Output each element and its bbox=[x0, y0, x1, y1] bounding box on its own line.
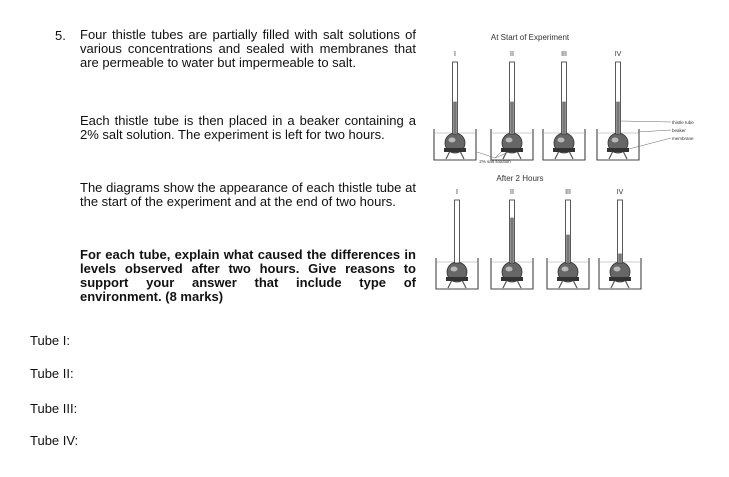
stand-leg bbox=[459, 150, 465, 160]
start-thistle-tube-1 bbox=[433, 61, 477, 161]
beaker bbox=[435, 258, 479, 290]
start-tube-numeral-4: IV bbox=[615, 51, 622, 58]
stand-leg bbox=[610, 279, 616, 289]
answer-label-tube-1: Tube I: bbox=[30, 333, 70, 348]
stand-leg bbox=[554, 150, 560, 160]
part-label-thistle-tube: thistle tube bbox=[672, 120, 694, 125]
start-tube-numeral-2: II bbox=[510, 51, 514, 58]
bulb-highlight bbox=[450, 266, 458, 272]
stand-leg bbox=[445, 150, 451, 160]
end-tube-numeral-2: II bbox=[510, 189, 514, 196]
stand-leg bbox=[572, 279, 578, 289]
beaker bbox=[490, 129, 534, 161]
end-thistle-tube-1 bbox=[435, 199, 479, 290]
beaker-solution-label: 2% salt solution bbox=[479, 159, 511, 164]
stand-leg bbox=[516, 279, 522, 289]
stand-leg bbox=[502, 279, 508, 289]
answer-label-tube-3: Tube III: bbox=[30, 401, 78, 416]
start-thistle-tube-2 bbox=[490, 61, 534, 161]
membrane bbox=[557, 277, 579, 281]
answer-label-tube-4: Tube IV: bbox=[30, 433, 79, 448]
membrane bbox=[501, 148, 523, 152]
question-paragraph-1: Four thistle tubes are partially filled … bbox=[80, 27, 416, 70]
end-thistle-tube-4 bbox=[598, 199, 642, 290]
start-thistle-tube-4 bbox=[596, 61, 640, 161]
end-thistle-tube-2 bbox=[490, 199, 534, 290]
liquid-column bbox=[453, 101, 457, 134]
stand-leg bbox=[516, 150, 522, 160]
stand-leg bbox=[502, 150, 508, 160]
part-label-leader bbox=[620, 120, 672, 123]
liquid-column bbox=[562, 101, 566, 134]
bulb-highlight bbox=[505, 266, 513, 272]
bulb-highlight bbox=[561, 266, 569, 272]
end-tube-numeral-3: III bbox=[565, 189, 571, 196]
membrane bbox=[609, 277, 631, 281]
tube-stem bbox=[454, 199, 460, 264]
stand-leg bbox=[622, 150, 628, 160]
start-tube-numeral-3: III bbox=[561, 51, 567, 58]
beaker bbox=[490, 258, 534, 290]
liquid-column bbox=[510, 101, 514, 134]
bulb-highlight bbox=[505, 137, 513, 143]
bulb-highlight bbox=[613, 266, 621, 272]
stand-leg bbox=[447, 279, 453, 289]
bulb-highlight bbox=[557, 137, 565, 143]
question-paragraph-3: The diagrams show the appearance of each… bbox=[80, 180, 416, 209]
end-title: After 2 Hours bbox=[496, 174, 543, 183]
question-number: 5. bbox=[55, 28, 66, 43]
end-tube-numeral-1: I bbox=[456, 189, 458, 196]
bulb-highlight bbox=[448, 137, 456, 143]
start-tube-numeral-1: I bbox=[454, 51, 456, 58]
stand-leg bbox=[568, 150, 574, 160]
part-label-leader bbox=[628, 137, 672, 150]
liquid-column bbox=[510, 217, 514, 263]
beaker bbox=[598, 258, 642, 290]
membrane bbox=[444, 148, 466, 152]
answer-label-tube-2: Tube II: bbox=[30, 366, 74, 381]
membrane bbox=[607, 148, 629, 152]
end-tube-numeral-4: IV bbox=[617, 189, 624, 196]
liquid-column bbox=[616, 101, 620, 134]
part-label-membrane: membrane bbox=[672, 136, 694, 141]
question-instruction: For each tube, explain what caused the d… bbox=[80, 247, 416, 304]
solution-label-leader bbox=[494, 151, 510, 159]
beaker bbox=[596, 129, 640, 161]
bulb-highlight bbox=[611, 137, 619, 143]
beaker bbox=[542, 129, 586, 161]
end-thistle-tube-3 bbox=[546, 199, 590, 290]
membrane bbox=[446, 277, 468, 281]
stand-leg bbox=[558, 279, 564, 289]
part-label-leader bbox=[637, 129, 672, 133]
part-label-beaker: beaker bbox=[672, 128, 686, 133]
beaker bbox=[546, 258, 590, 290]
question-paragraph-2: Each thistle tube is then placed in a be… bbox=[80, 113, 416, 142]
liquid-column bbox=[566, 234, 570, 263]
start-thistle-tube-3 bbox=[542, 61, 586, 161]
solution-label-leader bbox=[476, 151, 496, 159]
liquid-column bbox=[618, 253, 622, 263]
start-title: At Start of Experiment bbox=[491, 33, 570, 42]
stand-leg bbox=[461, 279, 467, 289]
beaker bbox=[433, 129, 477, 161]
solution-label-leader bbox=[494, 151, 502, 159]
stand-leg bbox=[624, 279, 630, 289]
membrane bbox=[501, 277, 523, 281]
stand-leg bbox=[608, 150, 614, 160]
membrane bbox=[553, 148, 575, 152]
